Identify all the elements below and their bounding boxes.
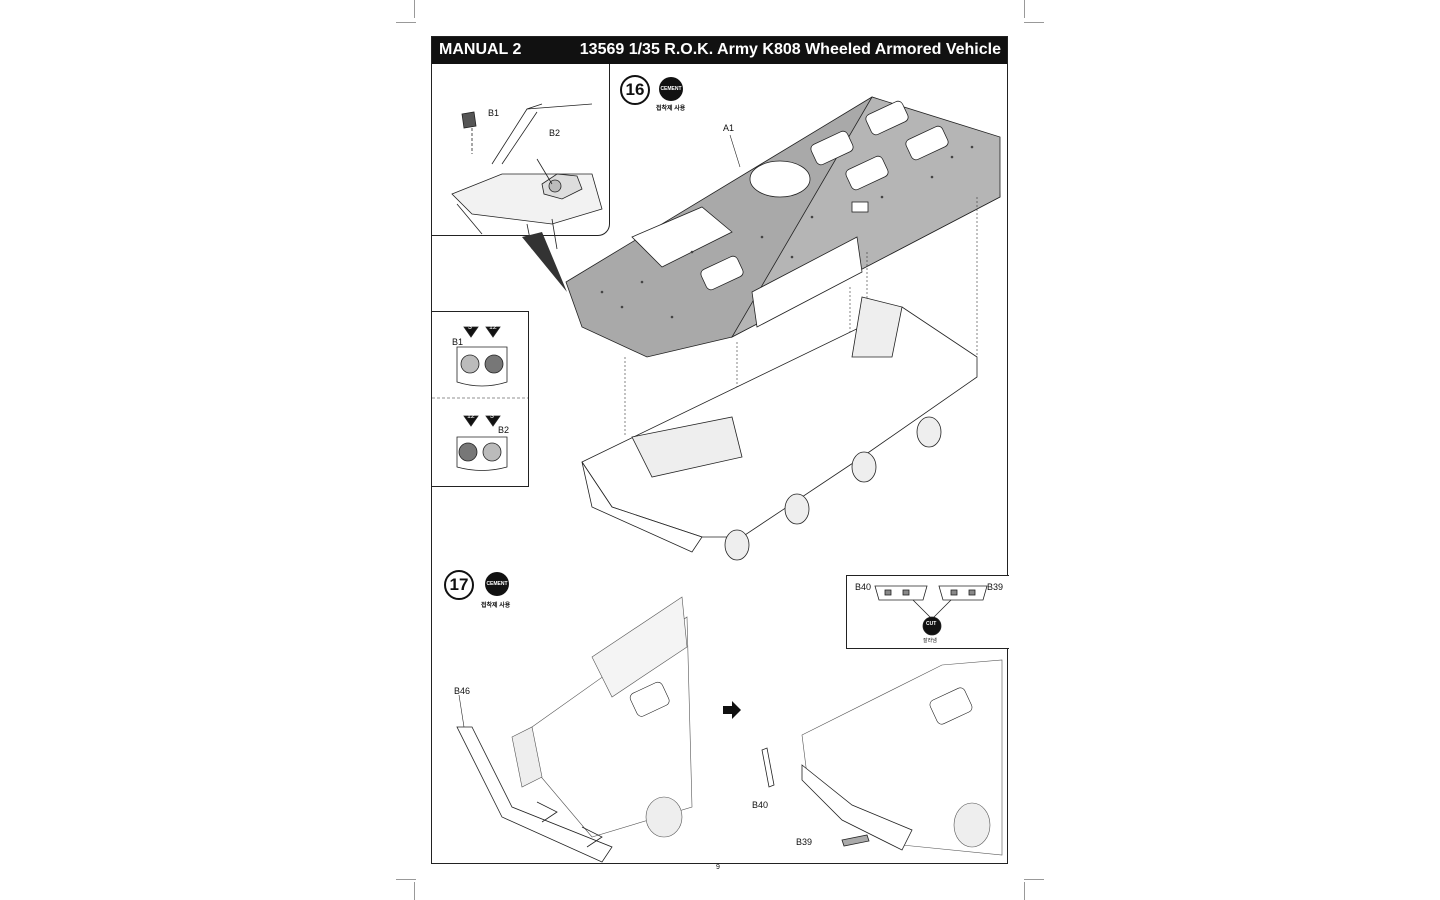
marking-label-B1: B1 xyxy=(452,337,464,347)
step-17-before-drawing xyxy=(456,596,693,863)
cement-note: 접착제 사용 xyxy=(656,106,686,112)
marking-detail-box: B1 B2 3 12 12 3 xyxy=(432,311,529,487)
manual-page: MANUAL 2 13569 1/35 R.O.K. Army K808 Whe… xyxy=(431,36,1009,864)
page-number: 9 xyxy=(716,864,720,871)
cut-detail-box: B40 B39 CUT 잘라냄 xyxy=(846,575,1009,649)
cut-label-B40: B40 xyxy=(855,582,872,592)
marker-3: 3 xyxy=(468,324,472,331)
cut-label-B39: B39 xyxy=(987,582,1004,592)
cut-note: 잘라냄 xyxy=(923,638,937,644)
inset-callout-wedge xyxy=(522,232,567,292)
page-header: MANUAL 2 13569 1/35 R.O.K. Army K808 Whe… xyxy=(432,37,1007,64)
step-17-after-drawing xyxy=(761,659,1003,856)
crop-mark xyxy=(414,0,415,18)
marker-3: 3 xyxy=(490,413,494,420)
step-17-number: 17 xyxy=(444,570,474,600)
part-label-B39: B39 xyxy=(796,837,813,847)
marking-label-B2: B2 xyxy=(498,425,510,435)
kit-title: 13569 1/35 R.O.K. Army K808 Wheeled Armo… xyxy=(579,41,1001,58)
crop-mark xyxy=(1024,22,1044,23)
crop-mark xyxy=(414,882,415,900)
marker-12: 12 xyxy=(467,413,475,420)
cut-detail-drawing xyxy=(874,585,988,636)
crop-mark xyxy=(1024,0,1025,18)
marker-12: 12 xyxy=(489,324,497,331)
inset-detail-box: B1 B2 xyxy=(432,64,610,250)
step-17-arrow xyxy=(723,701,741,719)
cement-icon: CEMENT xyxy=(485,572,509,596)
crop-mark xyxy=(396,22,416,23)
manual-title: MANUAL 2 xyxy=(439,41,522,58)
inset-label-B1: B1 xyxy=(488,108,500,118)
cement-icon: CEMENT xyxy=(659,77,683,101)
part-label-B40: B40 xyxy=(752,800,769,810)
part-label-B46: B46 xyxy=(454,686,471,696)
crop-mark xyxy=(1024,882,1025,900)
inset-label-B2: B2 xyxy=(549,128,561,138)
step-16-number: 16 xyxy=(620,75,650,105)
inset-hull-drawing xyxy=(451,103,603,250)
part-label-A1: A1 xyxy=(723,123,735,133)
marking-detail-drawing xyxy=(432,326,529,471)
cut-icon: CUT xyxy=(926,621,937,627)
step-16-hull-drawing xyxy=(565,96,1001,561)
crop-mark xyxy=(1024,879,1044,880)
cement-note: 접착제 사용 xyxy=(481,603,511,609)
crop-mark xyxy=(396,879,416,880)
